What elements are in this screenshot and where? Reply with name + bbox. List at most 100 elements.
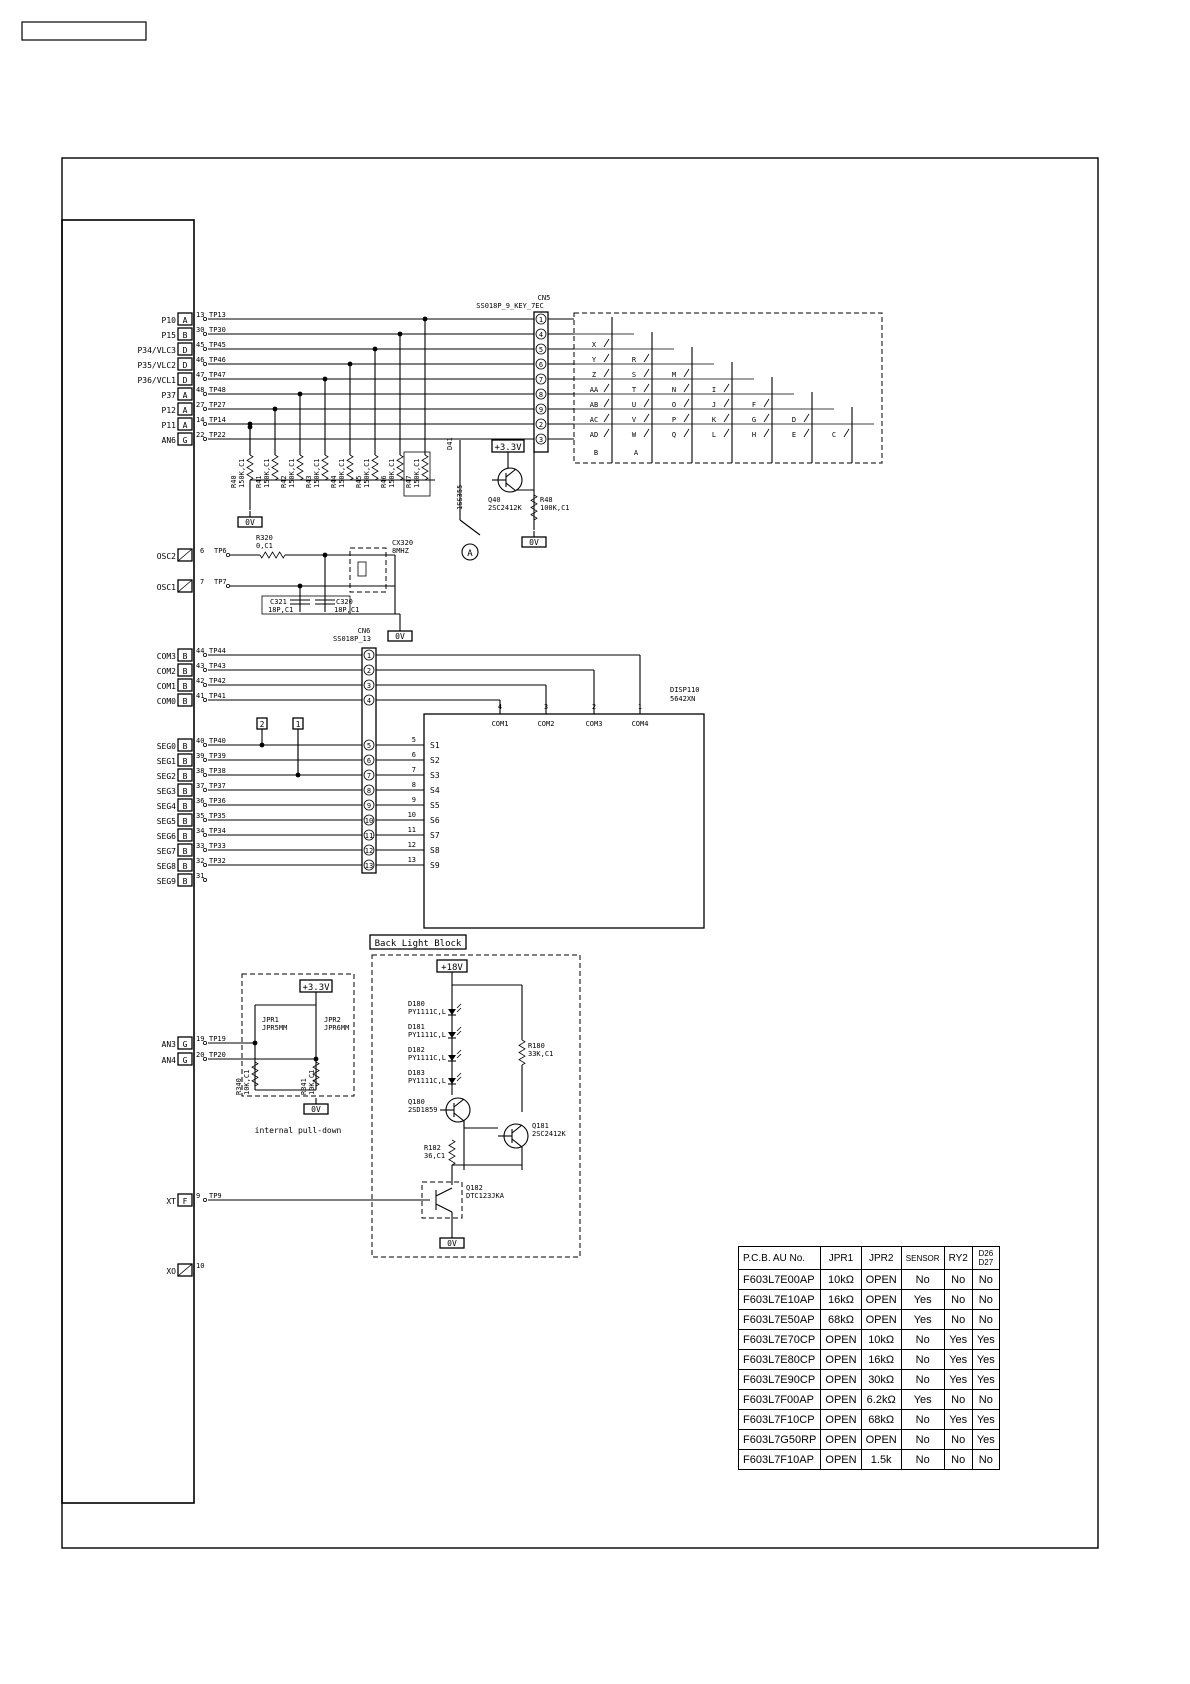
lcd-pin-number: 11 xyxy=(408,826,416,834)
mcu-pin-name-p12: P12 xyxy=(162,406,177,415)
osc-pin-number: 6 xyxy=(200,547,204,555)
test-point-label: TP46 xyxy=(209,356,226,364)
resistor-r320 xyxy=(259,551,286,559)
lcd-seg-label: S2 xyxy=(430,756,440,765)
pin-type-letter: B xyxy=(183,652,188,661)
led-part: PY1111C,L xyxy=(408,1054,446,1062)
lcd-seg-label: S1 xyxy=(430,741,440,750)
seg-type-box xyxy=(177,738,193,752)
com-pin-number: 44 xyxy=(196,647,204,655)
pull-type-box xyxy=(177,1052,193,1066)
table-cell: 68kΩ xyxy=(820,1309,862,1330)
resistor-r44 xyxy=(346,454,354,481)
pin-type-letter: F xyxy=(183,1197,188,1206)
cn6-ref: CN6 xyxy=(358,627,371,635)
r341-value: 10K,C1 xyxy=(308,1070,316,1095)
r340-value: 10K,C1 xyxy=(243,1070,251,1095)
pin-type-p34/vlc3 xyxy=(177,342,193,356)
led-d183 xyxy=(448,1078,456,1084)
resistor-r42 xyxy=(296,454,304,481)
test-point xyxy=(202,878,207,883)
cn5-pin xyxy=(535,433,547,445)
key-label-u: U xyxy=(632,401,636,409)
pull-tp-label: TP19 xyxy=(209,1035,226,1043)
key-switch xyxy=(723,398,730,408)
cn6-pin xyxy=(363,679,375,691)
table-cell: 16kΩ xyxy=(860,1349,902,1370)
r182-value: 36,C1 xyxy=(424,1152,445,1160)
led-part: PY1111C,L xyxy=(408,1008,446,1016)
lcd-seg-label: S7 xyxy=(430,831,440,840)
supply-3v3-label: +3.3V xyxy=(494,443,522,453)
ground-backlight xyxy=(439,1237,465,1249)
key-switch xyxy=(683,428,690,438)
table-cell: F603L7E80CP xyxy=(737,1349,822,1370)
table-cell: Yes xyxy=(971,1329,1000,1350)
backlight-border xyxy=(371,954,581,1258)
seg-type-box xyxy=(177,783,193,797)
table-cell: No xyxy=(971,1389,1000,1410)
key-switch xyxy=(643,368,650,378)
test-point xyxy=(202,421,207,426)
lcd-seg-label: S8 xyxy=(430,846,440,855)
cn5-pin xyxy=(535,418,547,430)
key-switch xyxy=(603,368,610,378)
key-label-s: S xyxy=(632,371,636,379)
wire xyxy=(435,1187,453,1197)
c320-ref: C320 xyxy=(336,598,353,606)
mcu-pin-name-an6: AN6 xyxy=(162,436,177,445)
mcu-pin-number: 27 xyxy=(196,401,204,409)
mcu-pin-name-p35/vlc2: P35/VLC2 xyxy=(137,361,176,370)
junction-dot xyxy=(259,742,265,748)
key-switch xyxy=(763,413,770,423)
mcu-pin-number: 22 xyxy=(196,431,204,439)
wire xyxy=(505,482,517,492)
cn6-pin-number: 10 xyxy=(365,817,373,825)
key-label-v: V xyxy=(632,416,637,424)
resistor-r48 xyxy=(530,494,538,521)
table-cell: F603L7F10CP xyxy=(737,1409,822,1430)
lcd-seg-label: S4 xyxy=(430,786,440,795)
pin-type-p10 xyxy=(177,312,193,326)
lcd-com-pin: 2 xyxy=(592,703,596,711)
seg-tp-label: TP33 xyxy=(209,842,226,850)
table-cell: 6.2kΩ xyxy=(860,1389,902,1410)
pin-type-letter: B xyxy=(183,697,188,706)
mcu-pin-number: 14 xyxy=(196,416,204,424)
key-label-c: C xyxy=(832,431,836,439)
table-header-cell: JPR2 xyxy=(860,1246,902,1270)
cn5-pin-number: 6 xyxy=(539,361,543,369)
pin-type-letter: G xyxy=(183,1040,188,1049)
seg-pin-number: 39 xyxy=(196,752,204,760)
table-cell: Yes xyxy=(971,1369,1000,1390)
cn6-pin-number: 8 xyxy=(367,787,371,795)
r340-ref: R340 xyxy=(235,1078,243,1095)
d41-highlight xyxy=(403,451,431,497)
pin-type-an6 xyxy=(177,432,193,446)
com-pin-com1: COM1 xyxy=(157,682,176,691)
test-point-label: TP22 xyxy=(209,431,226,439)
table-header-cell: SENSOR xyxy=(900,1246,945,1270)
cx320-outline xyxy=(349,547,387,593)
resistor-r341 xyxy=(312,1061,320,1087)
resistor-r45 xyxy=(371,454,379,481)
key-label-g: G xyxy=(752,416,756,424)
test-point-label: TP13 xyxy=(209,311,226,319)
osc-pin-osc1: OSC1 xyxy=(157,583,176,592)
table-cell: Yes xyxy=(900,1389,945,1410)
xt-pin-name: XT xyxy=(166,1197,176,1206)
key-switch xyxy=(843,428,850,438)
pin-type-p11 xyxy=(177,417,193,431)
cn6-pin xyxy=(363,829,375,841)
wire xyxy=(511,1138,523,1148)
resistor-value: 150K,C1 xyxy=(263,458,271,488)
key-switch xyxy=(643,353,650,363)
lcd-seg-label: S5 xyxy=(430,801,440,810)
mcu-pin-number: 46 xyxy=(196,356,204,364)
